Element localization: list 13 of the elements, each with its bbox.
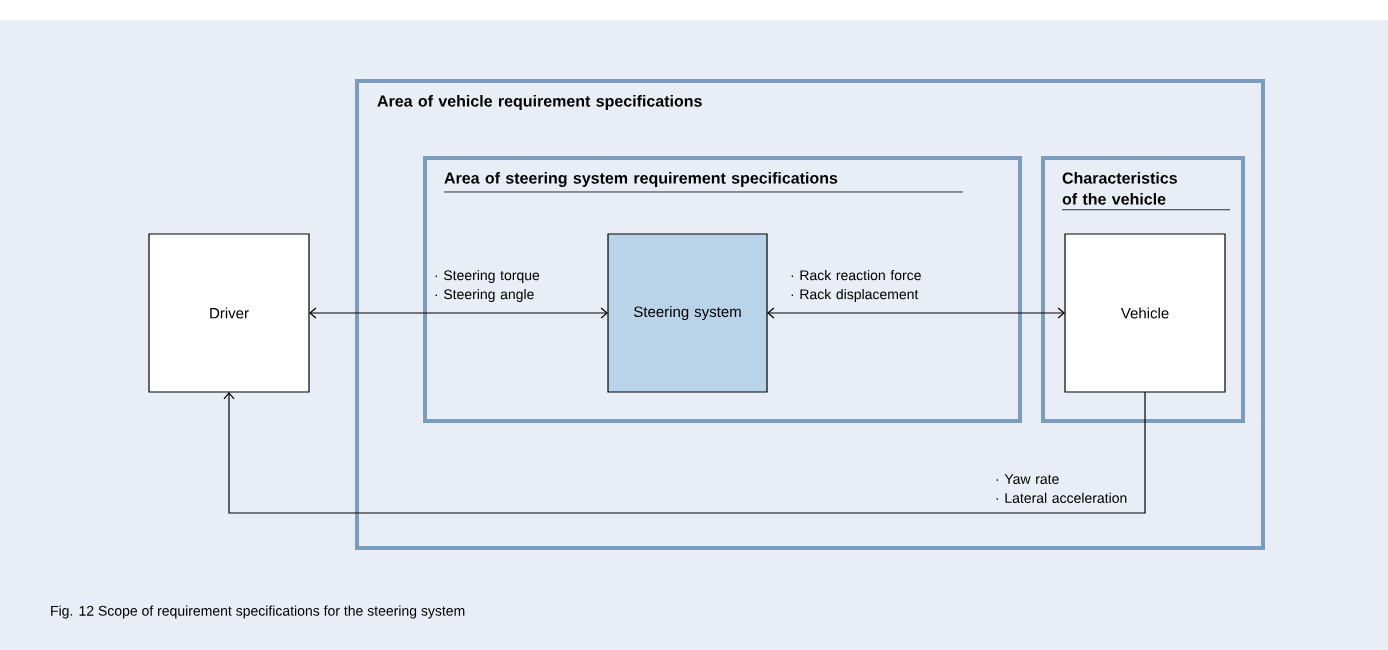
process-box: Vehicle — [1064, 233, 1226, 393]
edge-label: · Yaw rate · Lateral acceleration — [996, 474, 1127, 503]
process-box: Steering system — [607, 233, 768, 393]
heading: Characteristics of the vehicle — [1061, 172, 1231, 211]
heading: Area of steering system requirement specifications — [443, 172, 964, 193]
caption: Fig. 12 Scope of requirement specifications for the steering system — [51, 605, 465, 619]
arrow — [767, 307, 1065, 319]
process-box: Driver — [148, 233, 310, 393]
edge-label: · Rack reaction force · Rack displacement — [791, 269, 921, 302]
arrow — [223, 391, 1146, 514]
heading: Area of vehicle requirement specifications — [377, 95, 702, 110]
arrow — [309, 307, 608, 319]
edge-label: · Steering torque · Steering angle — [435, 269, 540, 302]
